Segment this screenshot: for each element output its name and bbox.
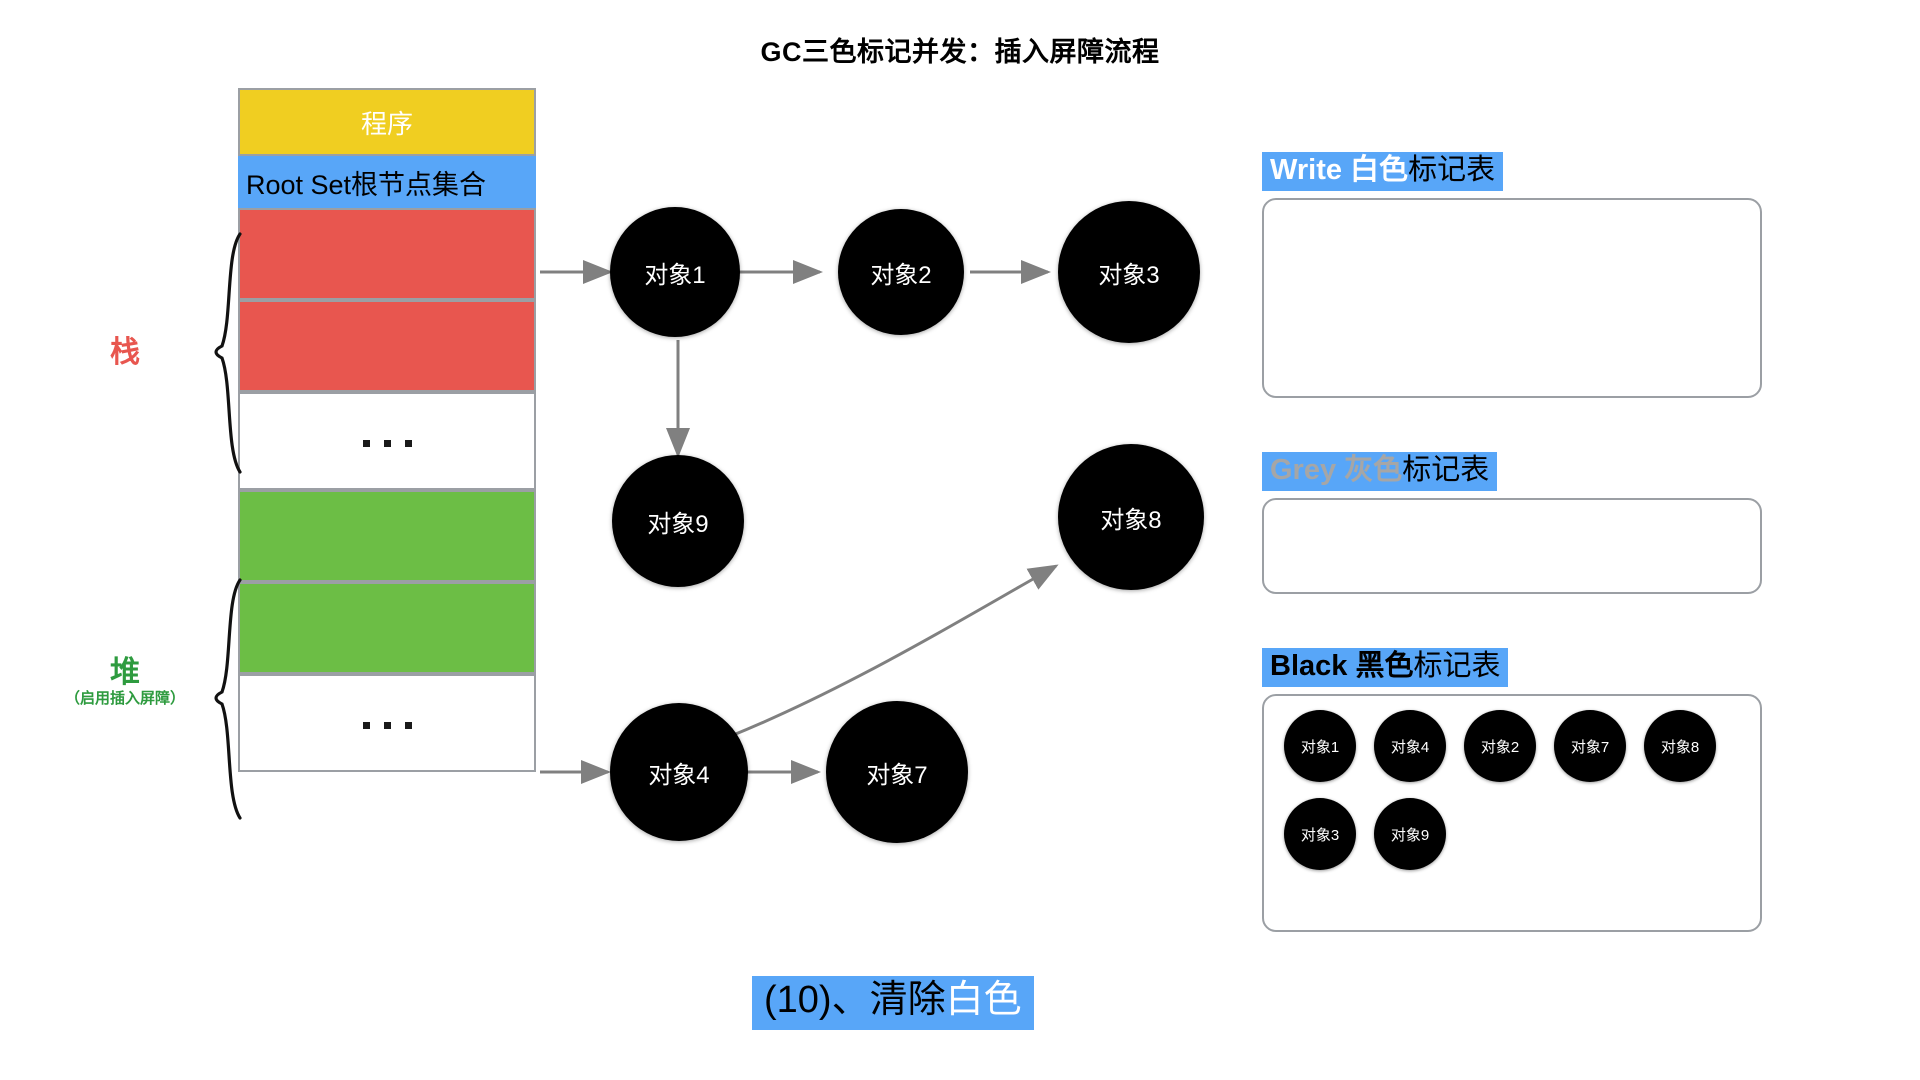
node-obj3[interactable]: 对象3 [1058, 201, 1200, 343]
grey-mark-table-items [1280, 508, 1746, 584]
mark-chip-label: 对象7 [1570, 738, 1610, 756]
black-head-color: 黑色 [1355, 650, 1414, 682]
heap-ellipsis-cell [238, 674, 536, 772]
mark-chip[interactable]: 对象8 [1644, 710, 1716, 782]
white-head-color: 白色 [1350, 154, 1409, 186]
heap-cell-2 [238, 582, 536, 674]
mark-chip[interactable]: 对象3 [1284, 798, 1356, 870]
mark-chip-label: 对象8 [1660, 738, 1700, 756]
heap-cell-1 [238, 490, 536, 582]
node-obj4[interactable]: 对象4 [610, 703, 748, 841]
grey-mark-table-header: Grey 灰色标记表 [1262, 452, 1498, 492]
node-label: 对象9 [647, 510, 709, 538]
stack-brace [208, 232, 244, 474]
stack-label: 栈 [70, 336, 180, 369]
ellipsis-icon [362, 439, 412, 447]
memory-column: 程序 Root Set根节点集合 [238, 88, 536, 772]
heap-brace [208, 578, 244, 820]
grey-mark-table: Grey 灰色标记表 [1262, 452, 1762, 594]
node-obj8[interactable]: 对象8 [1058, 444, 1204, 590]
white-mark-table: Write 白色标记表 [1262, 152, 1762, 402]
mark-chip-label: 对象2 [1480, 738, 1520, 756]
program-box: 程序 [238, 88, 536, 156]
page-title: GC三色标记并发：插入屏障流程 [760, 37, 1160, 67]
stack-ellipsis-cell [238, 392, 536, 490]
mark-chip[interactable]: 对象7 [1554, 710, 1626, 782]
mark-chip[interactable]: 对象9 [1374, 798, 1446, 870]
mark-chip-label: 对象3 [1300, 826, 1340, 844]
grey-mark-table-box [1262, 498, 1762, 594]
heap-label-note: （启用插入屏障） [64, 690, 185, 707]
caption-highlight: 白色 [945, 979, 1022, 1021]
node-obj2[interactable]: 对象2 [838, 209, 964, 335]
grey-head-color: 灰色 [1344, 454, 1403, 486]
node-label: 对象2 [870, 261, 932, 289]
step-caption: (10)、清除白色 [752, 976, 1034, 1030]
node-obj1[interactable]: 对象1 [610, 207, 740, 337]
white-mark-table-items [1280, 212, 1746, 388]
grey-head-rest: 标记表 [1402, 454, 1490, 486]
stack-cell-1 [238, 208, 536, 300]
black-mark-table: Black 黑色标记表 对象1 对象4 对象2 对象7 对象8 对象3 对象9 [1262, 648, 1762, 932]
stack-label-text: 栈 [110, 336, 140, 369]
mark-chip-label: 对象4 [1390, 738, 1430, 756]
mark-chip-label: 对象9 [1390, 826, 1430, 844]
white-mark-table-box [1262, 198, 1762, 398]
mark-chip[interactable]: 对象1 [1284, 710, 1356, 782]
grey-head-en: Grey [1270, 454, 1345, 486]
heap-label-text: 堆 [110, 656, 140, 689]
mark-chip[interactable]: 对象2 [1464, 710, 1536, 782]
black-mark-table-header: Black 黑色标记表 [1262, 648, 1509, 688]
node-label: 对象4 [648, 761, 710, 789]
root-set-label: Root Set根节点集合 [246, 169, 487, 200]
stack-cell-2 [238, 300, 536, 392]
caption-prefix: (10)、清除 [764, 979, 946, 1021]
white-head-en: Write [1270, 154, 1351, 186]
white-head-rest: 标记表 [1408, 154, 1496, 186]
node-obj9[interactable]: 对象9 [612, 455, 744, 587]
black-head-rest: 标记表 [1413, 650, 1501, 682]
root-set-box: Root Set根节点集合 [238, 156, 536, 208]
node-label: 对象7 [866, 761, 928, 789]
heap-label: 堆 （启用插入屏障） [40, 656, 210, 709]
black-mark-table-items: 对象1 对象4 对象2 对象7 对象8 对象3 对象9 [1284, 710, 1754, 920]
node-label: 对象8 [1100, 506, 1162, 534]
node-obj7[interactable]: 对象7 [826, 701, 968, 843]
white-mark-table-header: Write 白色标记表 [1262, 152, 1504, 192]
mark-chip[interactable]: 对象4 [1374, 710, 1446, 782]
ellipsis-icon [362, 721, 412, 729]
node-label: 对象1 [644, 261, 706, 289]
program-label: 程序 [360, 108, 413, 139]
black-head-en: Black [1270, 650, 1356, 682]
mark-chip-label: 对象1 [1300, 738, 1340, 756]
node-label: 对象3 [1098, 261, 1160, 289]
